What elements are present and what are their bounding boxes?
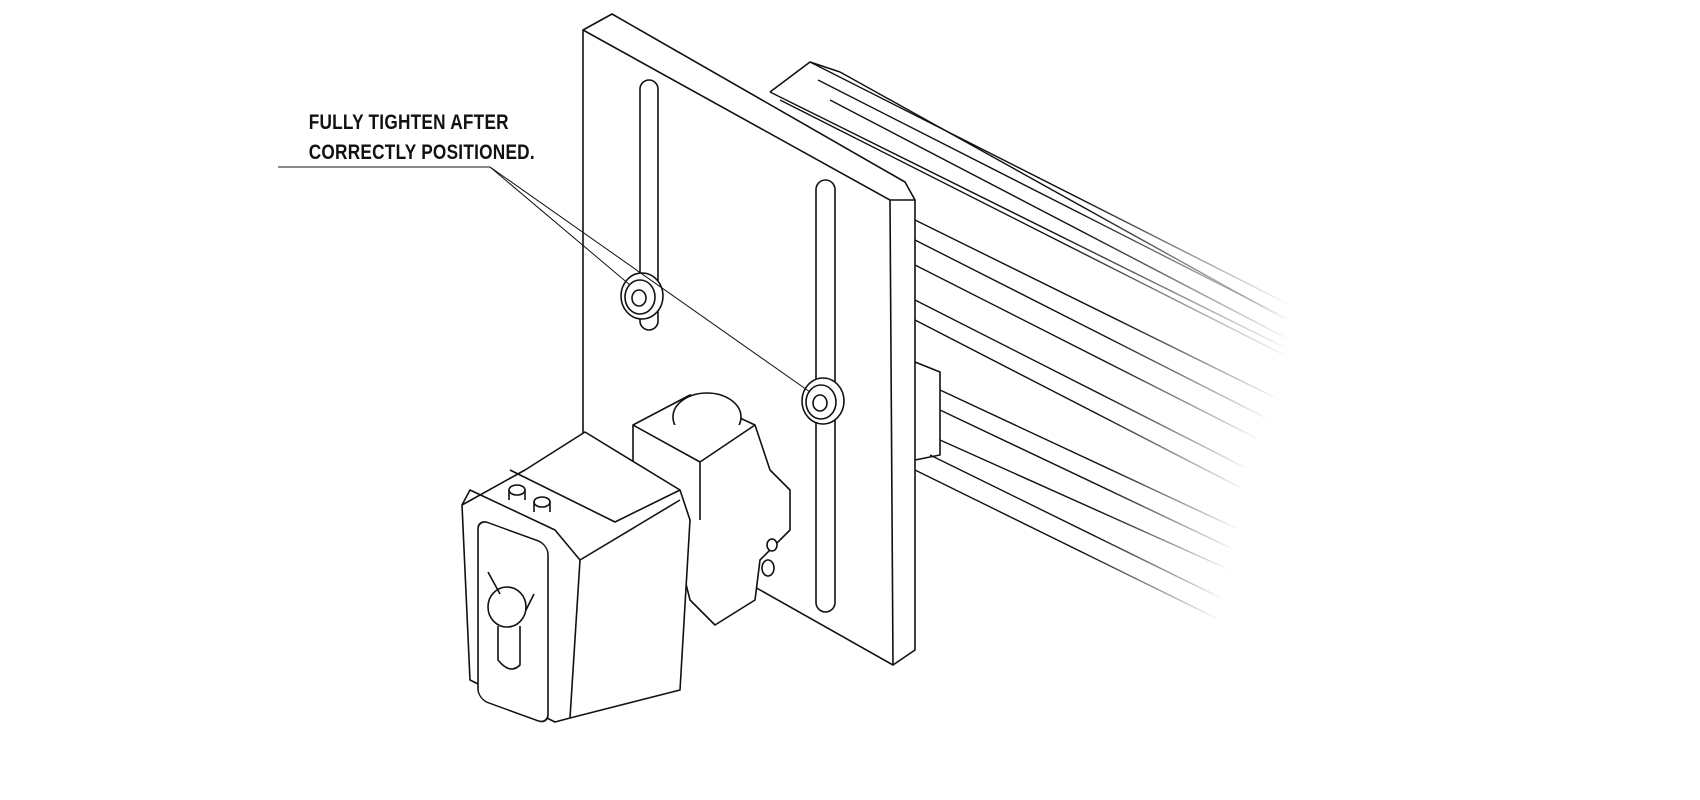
extrusion-rail — [769, 61, 1291, 621]
bolt-upper — [620, 272, 664, 320]
callout-line-2: CORRECTLY POSITIONED. — [308, 141, 535, 164]
key-slot-icon — [487, 571, 535, 670]
rail-end-face — [769, 61, 941, 461]
sensor-housing — [461, 431, 691, 723]
callout-text: FULLY TIGHTEN AFTER CORRECTLY POSITIONED… — [308, 108, 535, 168]
bolt-lower — [801, 377, 845, 425]
callout-line-1: FULLY TIGHTEN AFTER — [308, 111, 509, 134]
leader-line-lower — [489, 166, 811, 393]
leader-line-upper — [489, 166, 631, 286]
clamp-body — [632, 392, 791, 626]
left-slot — [639, 79, 659, 331]
